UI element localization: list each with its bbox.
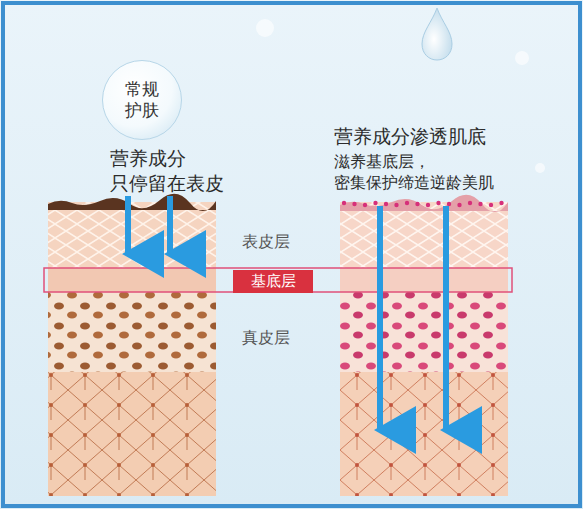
- note-text: 营养成分渗透肌底: [334, 124, 574, 149]
- surface-dot: [373, 201, 377, 205]
- surface-dot: [426, 203, 430, 207]
- note-text: 营养成分 只停留在表皮: [110, 146, 240, 195]
- note-text: 滋养基底层， 密集保护缔造逆龄美肌: [334, 152, 524, 194]
- node-text: 常规 护肤: [122, 79, 162, 122]
- surface-dot: [384, 202, 388, 206]
- surface-dot: [342, 201, 346, 205]
- surface-dot: [489, 203, 493, 207]
- node-text: 基底层: [251, 272, 296, 291]
- bubble-circle: 常规 护肤: [102, 60, 182, 140]
- basal-layer-tag: 基底层: [233, 270, 313, 293]
- surface-dot: [499, 201, 503, 205]
- surface-dot: [363, 203, 367, 207]
- surface-dot: [352, 202, 356, 206]
- layer-label: 表皮层: [242, 232, 312, 253]
- surface-dot: [415, 202, 419, 206]
- surface-dot: [436, 201, 440, 205]
- surface-dot: [457, 203, 461, 207]
- surface-dot: [405, 201, 409, 205]
- surface-dot: [394, 203, 398, 207]
- layer-label: 真皮层: [242, 328, 312, 349]
- surface-dot: [468, 201, 472, 205]
- surface-dot: [447, 202, 451, 206]
- surface-dot: [478, 202, 482, 206]
